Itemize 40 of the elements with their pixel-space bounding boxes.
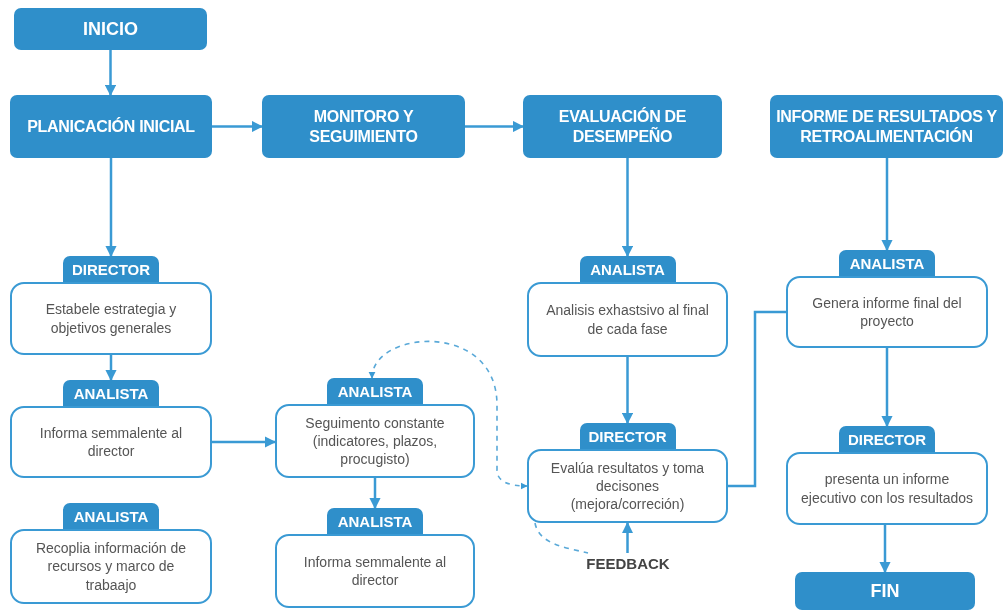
arrow: [621, 357, 634, 425]
task-box: Recoplia información de recursos y marco de trabaajo: [10, 529, 212, 604]
arrow: [621, 158, 634, 258]
phase-box: INFORME DE RESULTADOS Y RETROALIMENTACIÓN: [770, 95, 1003, 158]
task-box: Informa semmalente al director: [10, 406, 212, 478]
task-box: Seguimento constante (indicatores, plazos, procugisto): [275, 404, 475, 478]
terminal-box: INICIO: [14, 8, 207, 50]
phase-box: PLANICACIÓN INICIAL: [10, 95, 212, 158]
arrow: [621, 521, 634, 553]
arrow: [881, 158, 893, 252]
arrow: [879, 525, 891, 574]
role-tab: ANALISTA: [63, 380, 159, 407]
role-tab: ANALISTA: [579, 256, 676, 283]
role-tab: ANALISTA: [327, 508, 423, 535]
task-box: Informa semmalente al director: [275, 534, 475, 608]
dashed-arrow: [369, 340, 528, 490]
task-box: presenta un informe ejecutivo con los resultados: [786, 452, 988, 525]
task-box: Estabele estrategia y objetivos generales: [10, 282, 212, 355]
arrow: [104, 50, 117, 97]
arrow: [369, 478, 381, 510]
arrow: [212, 436, 277, 448]
role-tab: DIRECTOR: [579, 423, 676, 450]
role-tab: DIRECTOR: [63, 256, 159, 283]
task-box: Evalúa resultatos y toma decisones (mejora/correción): [527, 449, 728, 523]
role-tab: ANALISTA: [839, 250, 935, 277]
terminal-box: FIN: [795, 572, 975, 610]
task-box: Genera informe final del proyecto: [786, 276, 988, 348]
phase-box: MONITORO Y SEGUIMIENTO: [262, 95, 465, 158]
feedback-label: FEEDBACK: [588, 553, 668, 573]
arrow: [105, 355, 117, 382]
connector-line: [728, 310, 786, 488]
arrow: [465, 120, 525, 133]
arrow: [105, 158, 117, 258]
phase-box: EVALUACIÓN DE DESEMPEÑO: [523, 95, 722, 158]
role-tab: ANALISTA: [63, 503, 159, 530]
arrow: [212, 120, 264, 133]
arrow: [881, 348, 893, 428]
role-tab: ANALISTA: [327, 378, 423, 405]
role-tab: DIRECTOR: [839, 426, 935, 453]
task-box: Analisis exhastsivo al final de cada fase: [527, 282, 728, 357]
